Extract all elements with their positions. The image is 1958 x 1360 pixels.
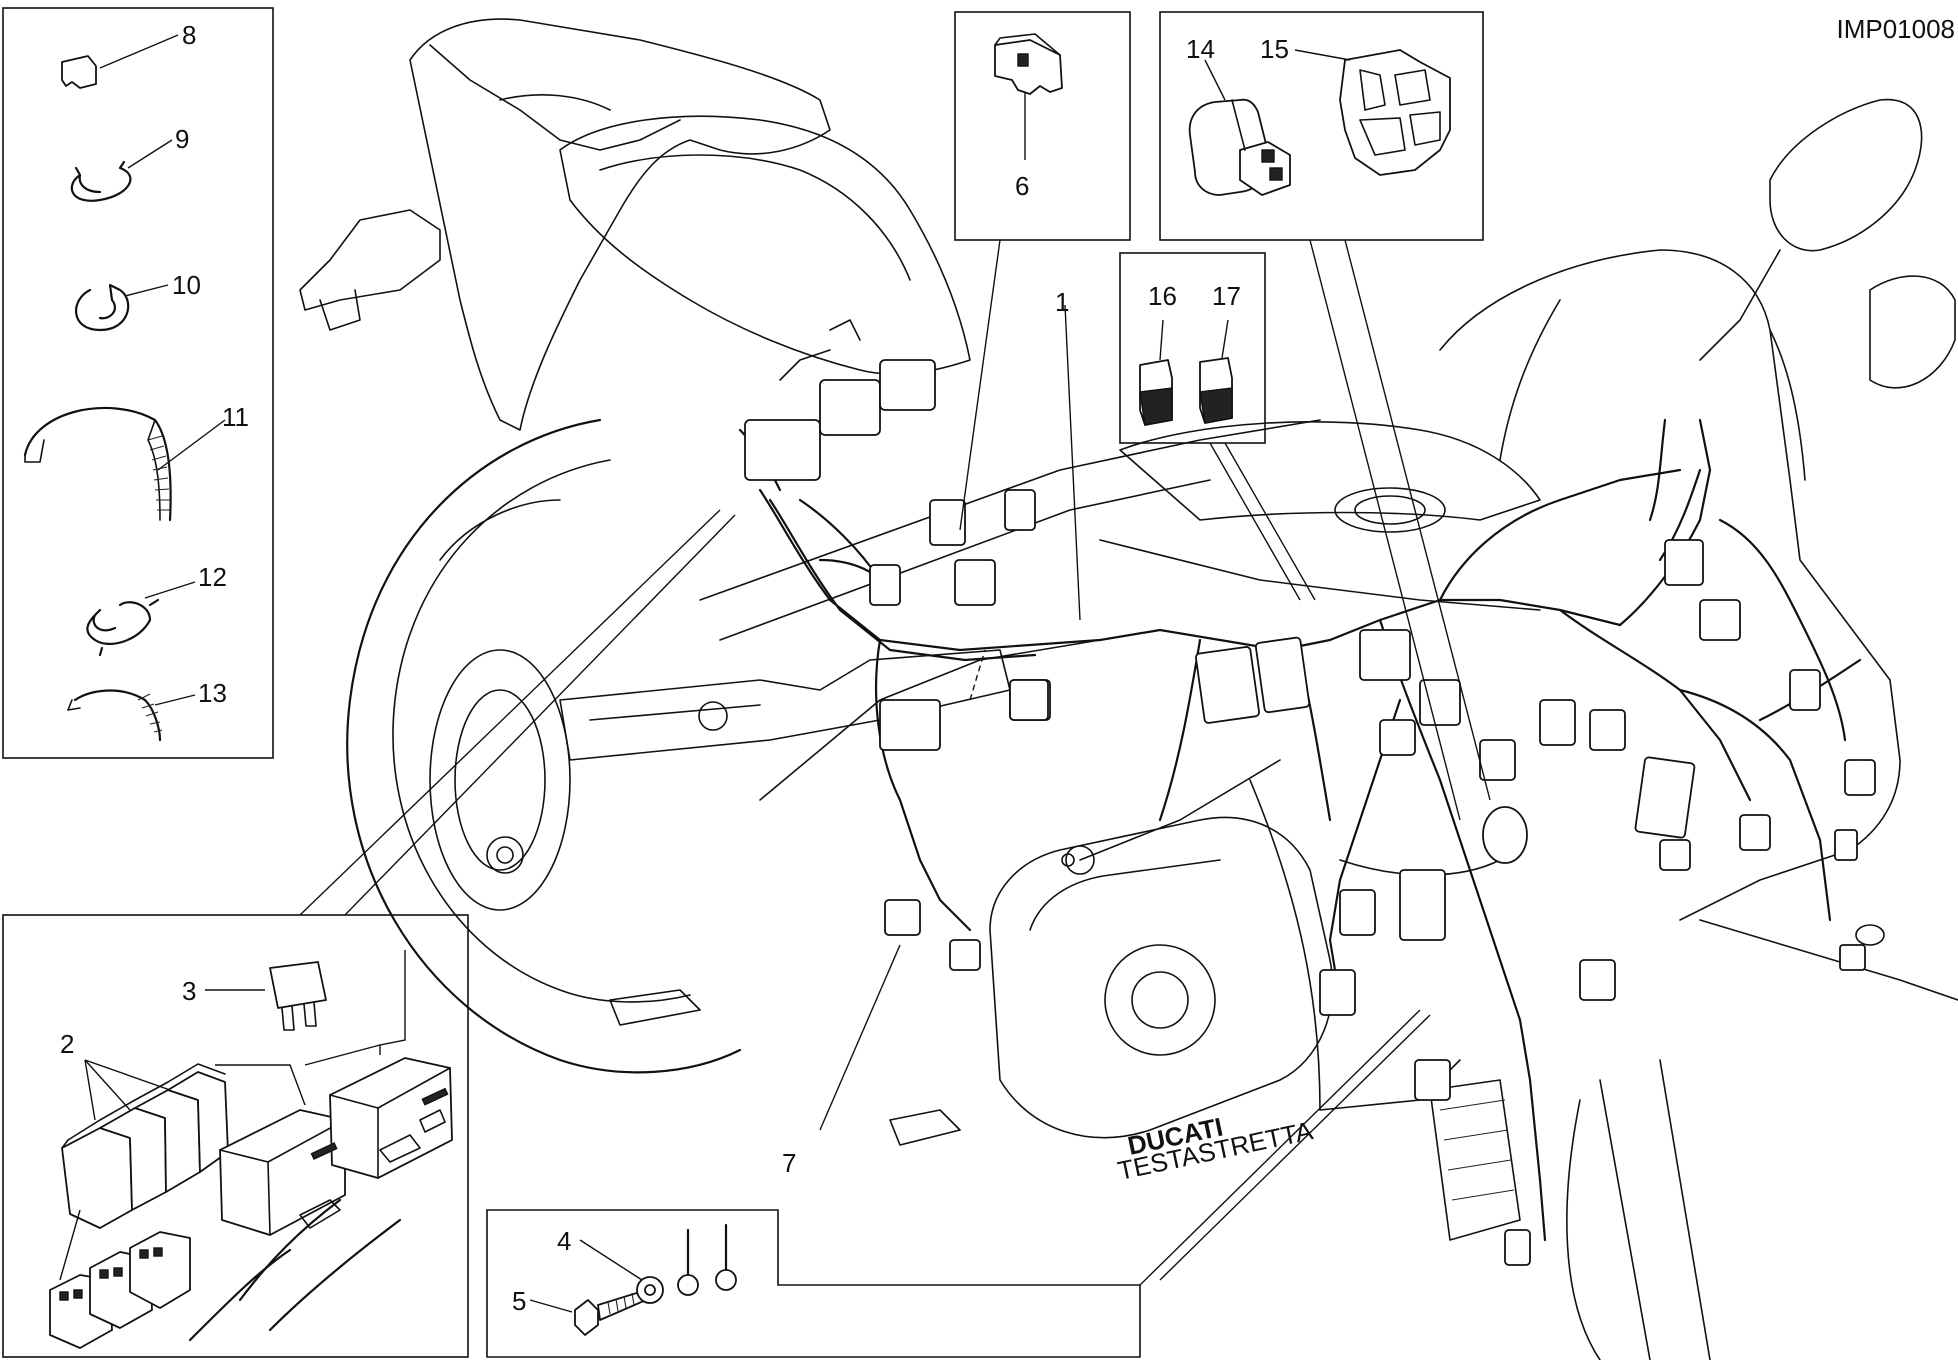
callout-12: 12 <box>198 562 227 592</box>
cable-clamp-9 <box>70 160 132 202</box>
callout-5: 5 <box>512 1286 526 1316</box>
callout-2: 2 <box>60 1029 74 1059</box>
plug-detail-panel <box>1119 252 1316 601</box>
callout-10: 10 <box>172 270 201 300</box>
callout-14: 14 <box>1186 34 1215 64</box>
fuse-relay-leader <box>299 509 721 916</box>
fuse-relay-frame <box>2 914 469 1358</box>
cable-strap-11 <box>23 406 172 522</box>
connector-detail-frame <box>954 11 1131 241</box>
cable-tie-13 <box>73 689 162 742</box>
diagram-reference-code: IMP01008 <box>1836 14 1955 44</box>
housing-detail-panel <box>1159 11 1491 821</box>
connector-detail-panel <box>954 11 1131 531</box>
cable-clamp-10 <box>75 283 130 332</box>
callout-8: 8 <box>182 20 196 50</box>
callout-1: 1 <box>1055 287 1069 317</box>
callout-15: 15 <box>1260 34 1289 64</box>
relays <box>219 1057 453 1236</box>
cable-clip-8 <box>61 55 97 89</box>
plug-detail-frame <box>1119 252 1266 444</box>
fastener-detail-panel <box>486 1209 1141 1358</box>
main-wiring-harness <box>738 319 1876 1266</box>
harness-leader-7 <box>819 944 901 1131</box>
callout-16: 16 <box>1148 281 1177 311</box>
fastener-detail-leader <box>1139 1009 1421 1286</box>
fastener-kit-panel <box>2 7 274 759</box>
fuse-relay-panel <box>2 914 469 1358</box>
callout-3: 3 <box>182 976 196 1006</box>
callout-6: 6 <box>1015 171 1029 201</box>
callout-4: 4 <box>557 1226 571 1256</box>
bolt-5 <box>574 1299 599 1336</box>
callout-17: 17 <box>1212 281 1241 311</box>
fuse-3 <box>269 961 327 1009</box>
fuse-holders-2 <box>61 1063 229 1229</box>
callout-13: 13 <box>198 678 227 708</box>
callout-7: 7 <box>782 1148 796 1178</box>
cable-clamp-12 <box>86 598 160 657</box>
callout-labels: 1 2 3 4 5 6 7 8 9 10 11 12 13 14 15 16 1… <box>60 20 1289 1316</box>
connector-6 <box>994 39 1063 95</box>
motorcycle-outline: DUCATI TESTASTRETTA <box>299 18 1958 1360</box>
callout-11: 11 <box>222 402 249 432</box>
fastener-kit-frame <box>2 7 274 759</box>
housing-detail-frame <box>1159 11 1484 241</box>
callout-9: 9 <box>175 124 189 154</box>
harness-leader-1 <box>1064 304 1081 621</box>
